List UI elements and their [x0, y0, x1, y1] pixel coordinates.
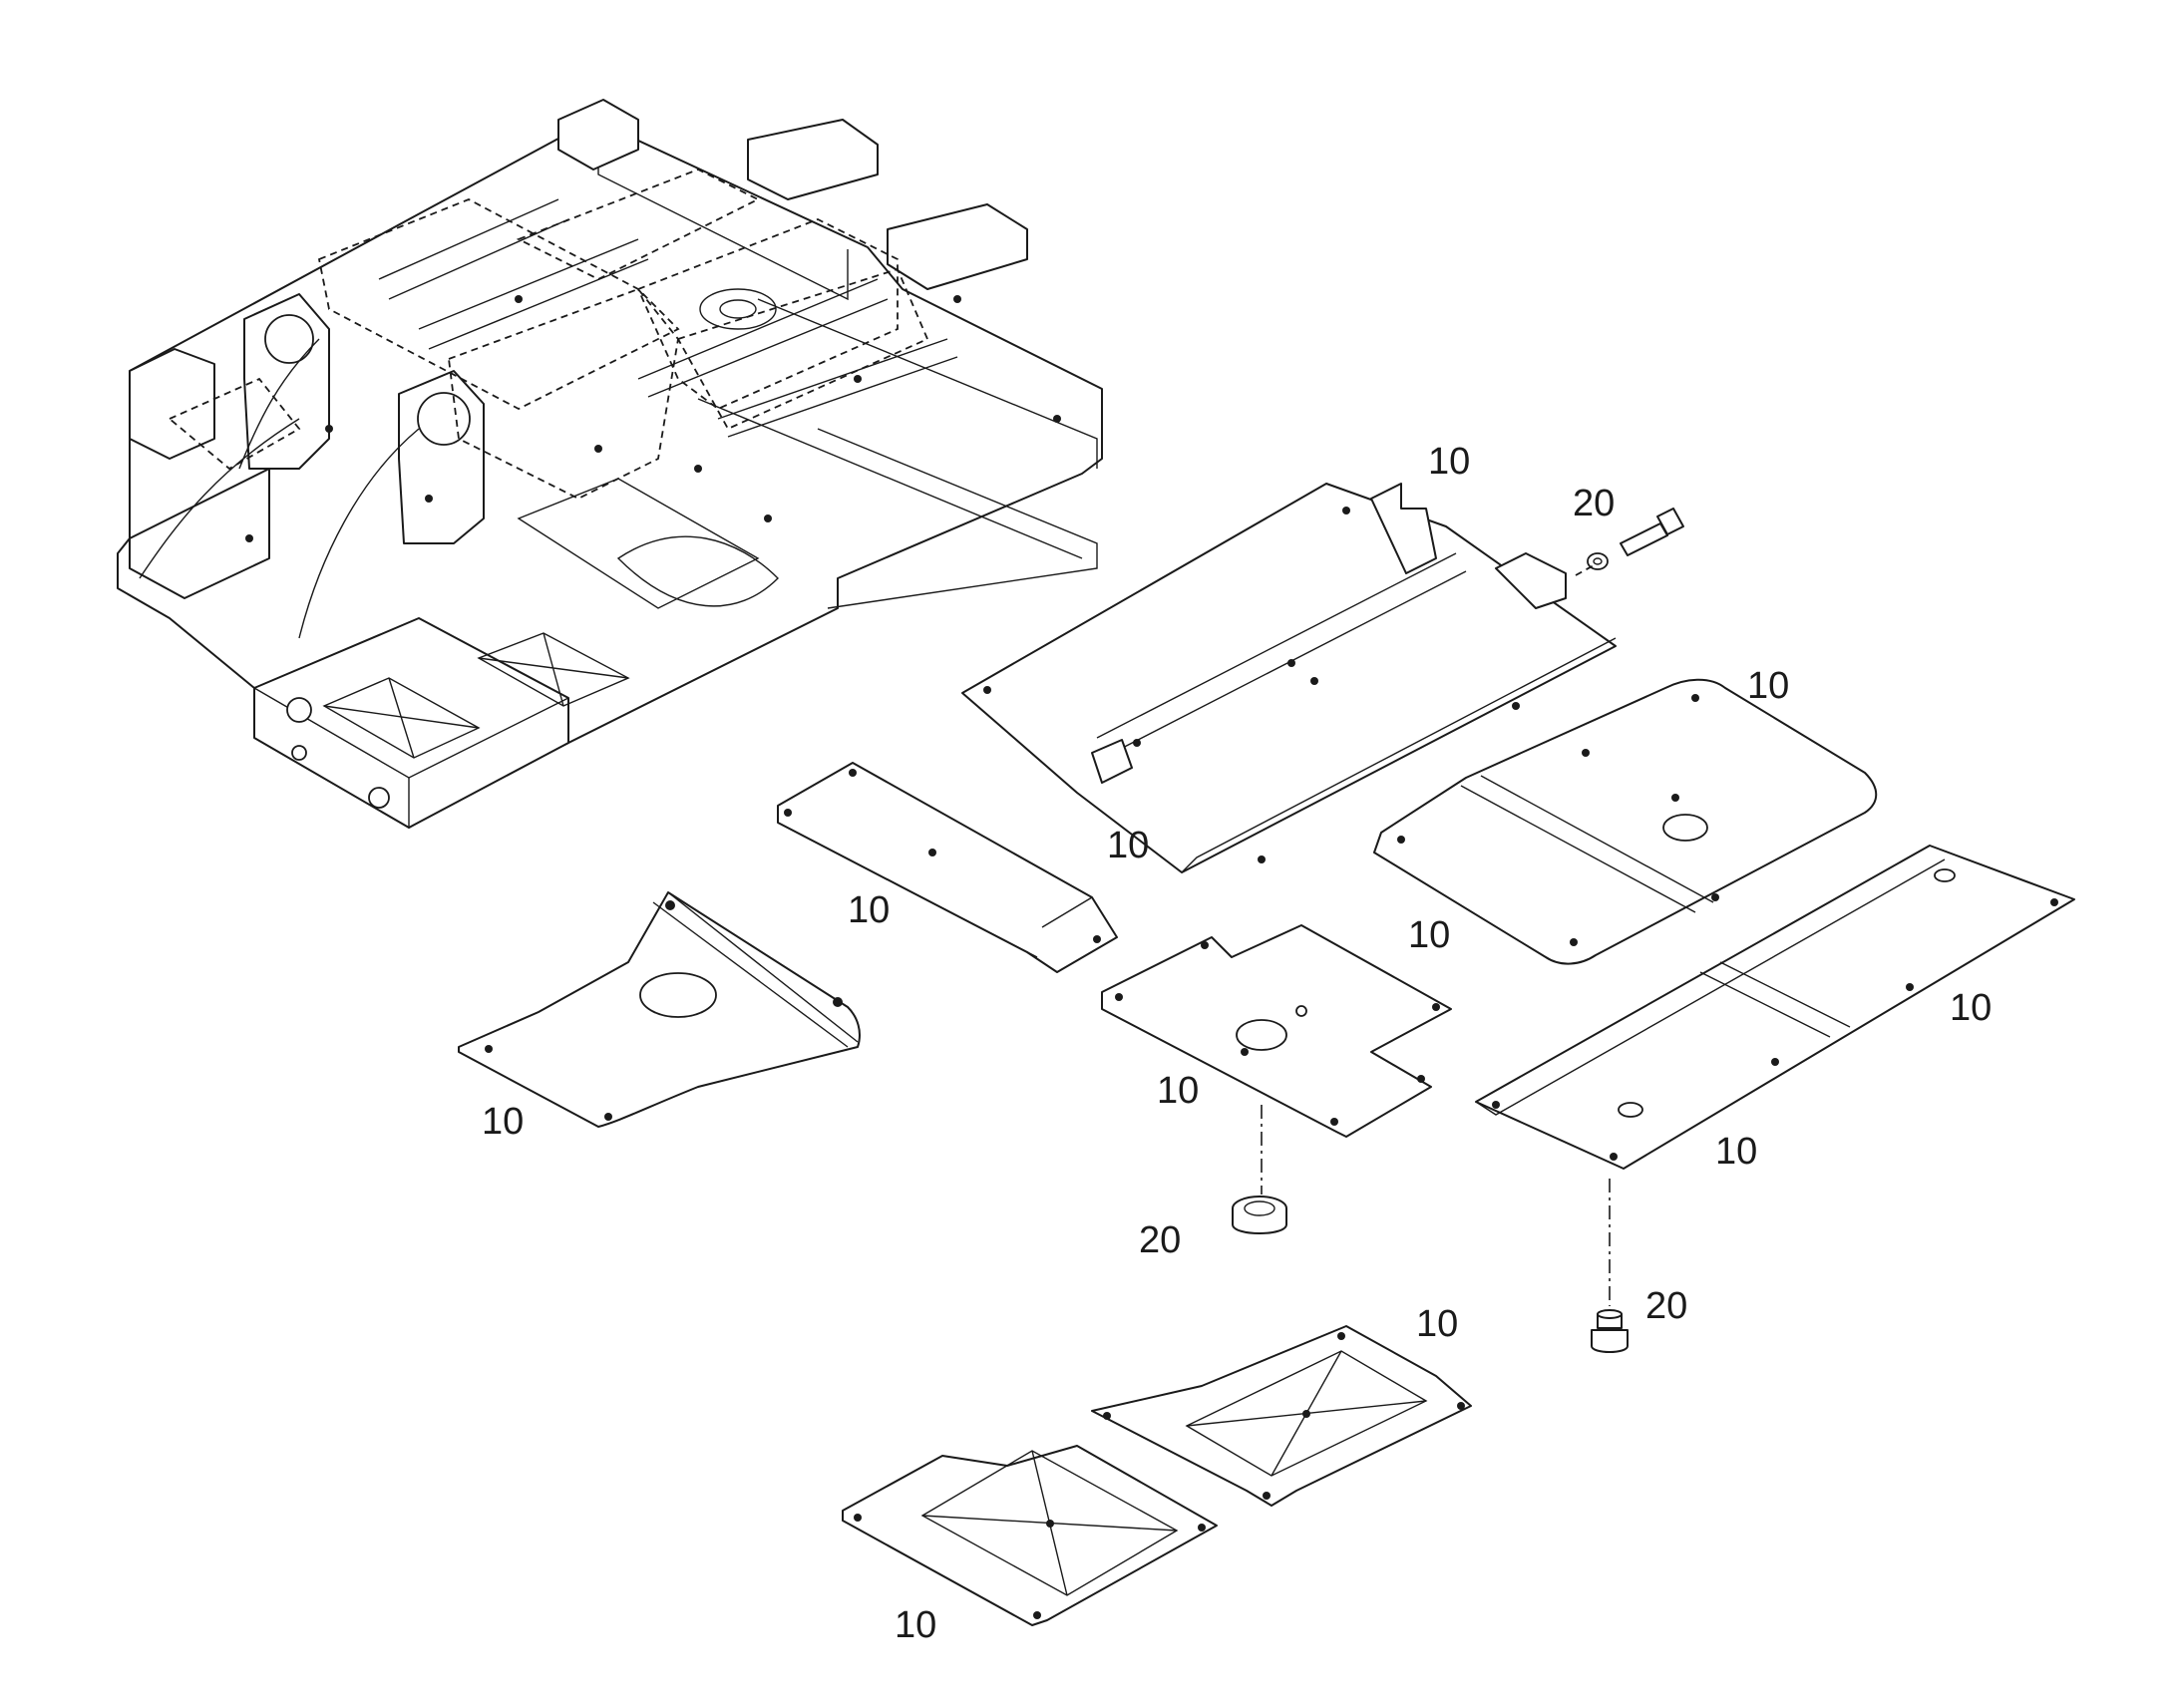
callout-label: 10 — [1408, 914, 1450, 956]
callout-label: 20 — [1573, 483, 1615, 524]
callout-label: 10 — [1950, 987, 1992, 1029]
callout-label: 10 — [1416, 1303, 1458, 1345]
callout-label: 10 — [848, 889, 890, 931]
callout-label: 10 — [1107, 825, 1149, 866]
cover-plate-notched-center — [1101, 924, 1452, 1138]
upper-frame-assembly — [117, 99, 1103, 829]
cover-plate-square-lower-left — [842, 1445, 1218, 1626]
callout-label: 10 — [482, 1101, 524, 1143]
callout-label: 20 — [1139, 1219, 1181, 1261]
grommet — [1232, 1105, 1287, 1234]
cover-plate-square-lower-right — [1091, 1325, 1472, 1507]
callout-label: 10 — [1715, 1131, 1757, 1173]
cover-plate-curved-left — [458, 891, 861, 1128]
callouts: 10 20 10 10 10 10 10 10 10 10 20 20 10 1… — [482, 441, 1992, 1646]
cover-plate-long-right — [1475, 845, 2075, 1170]
bolt-with-washer — [1575, 508, 1684, 576]
callout-label: 10 — [1428, 441, 1470, 483]
callout-label: 10 — [1157, 1070, 1199, 1112]
callout-label: 10 — [1747, 665, 1789, 707]
cover-plate-rounded-right — [1373, 678, 1878, 965]
callout-label: 20 — [1645, 1285, 1687, 1327]
cover-plate-large-upper — [961, 483, 1617, 873]
callout-label: 10 — [895, 1604, 936, 1646]
cover-plate-narrow-center — [777, 762, 1118, 973]
plug-bolt — [1591, 1179, 1629, 1353]
